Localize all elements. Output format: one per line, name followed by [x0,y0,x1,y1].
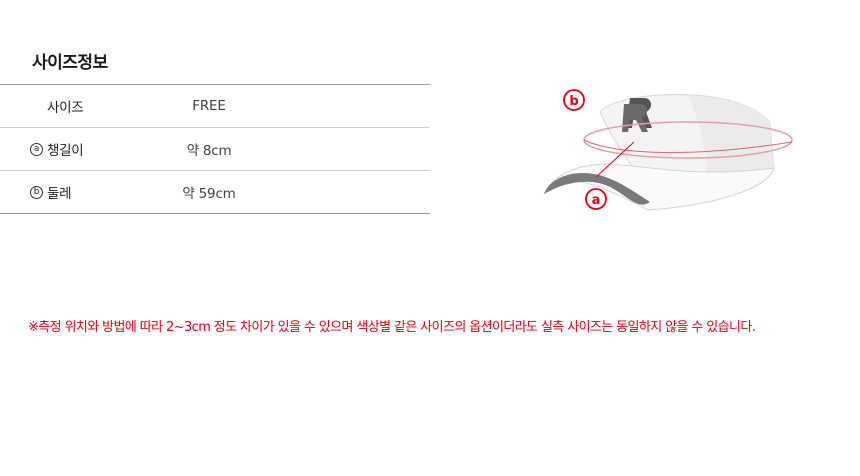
row-label-text: 둘레 [47,186,72,202]
marker-a-label: a [592,193,601,208]
visor-brim-edge [544,172,650,205]
table-row-size: 사이즈 FREE [0,85,430,128]
circumference-guide-front [583,139,793,154]
row-label: a 챙길이 [30,128,84,170]
row-value: FREE [192,98,226,114]
row-value: 약 59cm [182,186,236,202]
visor-brim [543,163,775,211]
row-value: 약 8cm [186,143,232,159]
marker-a-icon: a [30,142,43,156]
measurement-notice: ※측정 위치와 방법에 따라 2~3cm 정도 차이가 있을 수 있으며 색상별… [28,320,756,335]
brand-logo-icon [622,98,652,132]
row-label-text: 챙길이 [47,143,84,159]
row-label: b 둘레 [30,171,72,213]
table-row-brim-length: a 챙길이 약 8cm [0,128,430,171]
visor-product-image: b a [543,89,793,211]
visor-band-shade [688,96,774,180]
brim-length-guide [595,141,635,178]
table-row-circumference: b 둘레 약 59cm [0,171,430,214]
row-label: 사이즈 [47,85,84,127]
size-table: 사이즈 FREE a 챙길이 약 8cm b 둘레 약 59cm [0,84,430,214]
marker-b-icon: b [30,185,43,199]
row-label-text: 사이즈 [47,100,84,116]
marker-a-circle [585,188,607,210]
marker-b-label: b [569,94,578,109]
section-title: 사이즈정보 [32,53,108,73]
marker-b-circle [563,89,585,111]
